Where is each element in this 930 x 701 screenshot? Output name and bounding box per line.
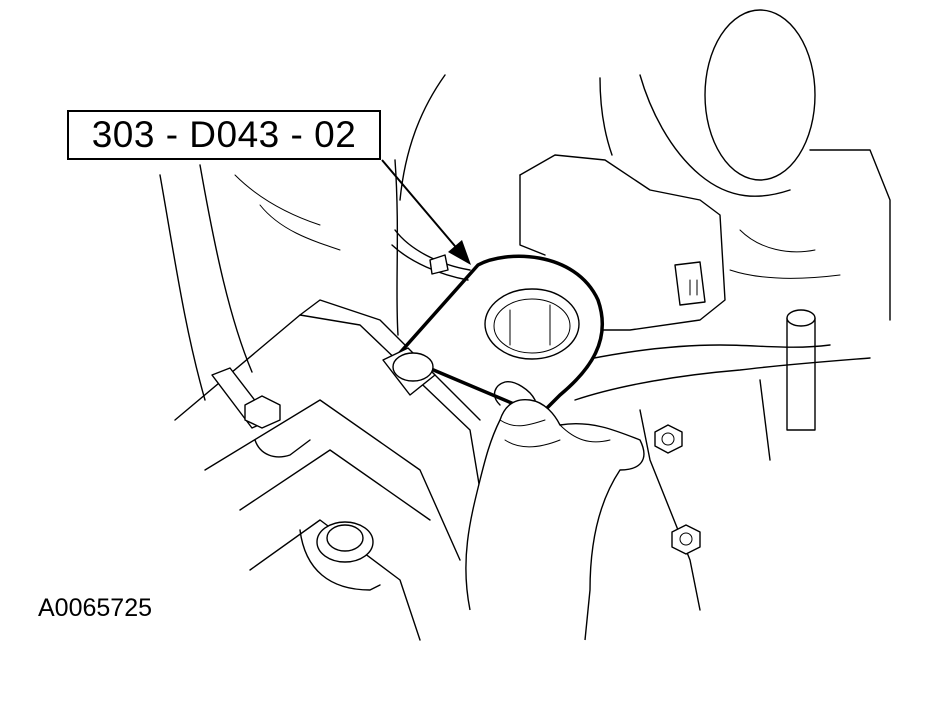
special-tool-drawing (382, 254, 604, 417)
tool-number-label: 303 - D043 - 02 (91, 114, 357, 155)
figure-id-label: A0065725 (38, 594, 153, 622)
hand-illustration (465, 381, 645, 641)
leader-arrow-icon (381, 159, 471, 265)
bolt-lower (671, 524, 701, 555)
bolt-upper (654, 424, 683, 454)
engine-background (159, 9, 891, 611)
tool-number-callout: 303 - D043 - 02 (67, 110, 381, 160)
valve-cover (174, 299, 481, 641)
